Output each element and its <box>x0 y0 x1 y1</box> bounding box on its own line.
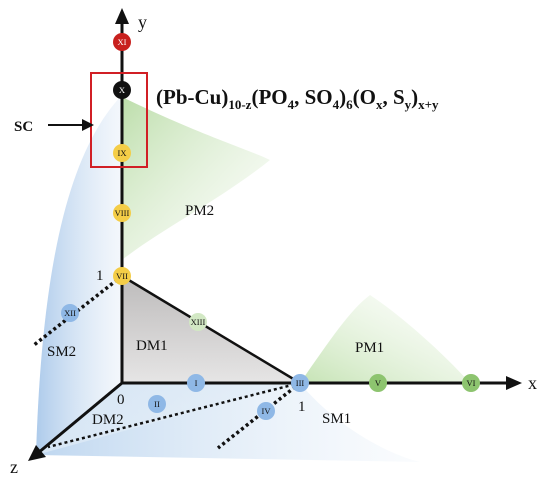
point-label: VIII <box>115 208 130 218</box>
point-label: X <box>119 85 125 95</box>
region-label-sc: SC <box>14 119 33 135</box>
x-axis-arrow-icon <box>506 376 522 390</box>
dotted-line-x1-zaxis <box>47 381 301 449</box>
point-marker <box>61 304 79 322</box>
point-label: XII <box>64 308 76 318</box>
point-label: XIII <box>191 317 206 327</box>
point-label: II <box>154 399 160 409</box>
point-xi: XI <box>113 33 131 51</box>
point-marker <box>113 81 131 99</box>
point-label: IX <box>118 148 127 158</box>
point-marker <box>257 402 275 420</box>
tick-origin: 0 <box>117 392 125 408</box>
sc-arrow-icon <box>82 119 94 131</box>
point-marker <box>113 204 131 222</box>
point-i: I <box>187 374 205 392</box>
y-axis-arrow-icon <box>115 8 129 24</box>
point-x: X <box>113 81 131 99</box>
point-label: I <box>195 378 198 388</box>
point-vii: VII <box>113 267 131 285</box>
point-marker <box>148 395 166 413</box>
region-label-dm2: DM2 <box>92 412 124 428</box>
point-marker <box>113 33 131 51</box>
region-label-sm2: SM2 <box>47 344 76 360</box>
point-label: VII <box>116 271 128 281</box>
point-xiii: XIII <box>189 313 207 331</box>
point-marker <box>462 374 480 392</box>
sc-highlight-box <box>90 72 148 168</box>
point-label: III <box>296 378 305 388</box>
point-iv: IV <box>257 402 275 420</box>
region-label-dm1: DM1 <box>136 338 168 354</box>
point-viii: VIII <box>113 204 131 222</box>
point-marker <box>369 374 387 392</box>
point-marker <box>291 374 309 392</box>
region-label-pm1: PM1 <box>355 340 384 356</box>
tick-x-one: 1 <box>298 399 306 415</box>
axis-label-z: z <box>10 457 18 477</box>
point-ix: IX <box>113 144 131 162</box>
point-iii: III <box>291 374 309 392</box>
point-label: V <box>375 378 382 388</box>
point-marker <box>189 313 207 331</box>
region-pm1-fill <box>300 295 470 383</box>
point-ii: II <box>148 395 166 413</box>
formula: (Pb-Cu)10-z(PO4, SO4)6(Ox, Sy)x+y <box>156 85 439 112</box>
point-label: IV <box>262 406 272 416</box>
point-label: VI <box>467 378 476 388</box>
axis-label-x: x <box>528 373 537 393</box>
region-pm2-fill <box>122 97 270 260</box>
region-label-sm1: SM1 <box>322 411 351 427</box>
point-marker <box>113 144 131 162</box>
tick-y-one: 1 <box>96 268 104 284</box>
point-marker <box>113 267 131 285</box>
region-label-pm2: PM2 <box>185 203 214 219</box>
axis-label-y: y <box>138 12 147 32</box>
dm1-boundary-line <box>121 274 301 385</box>
z-axis-arrow-icon <box>28 445 46 461</box>
point-label: XI <box>118 37 127 47</box>
point-xii: XII <box>61 304 79 322</box>
point-marker <box>187 374 205 392</box>
point-v: V <box>369 374 387 392</box>
z-axis <box>37 381 123 455</box>
region-sm2-fill <box>36 95 122 455</box>
point-vi: VI <box>462 374 480 392</box>
